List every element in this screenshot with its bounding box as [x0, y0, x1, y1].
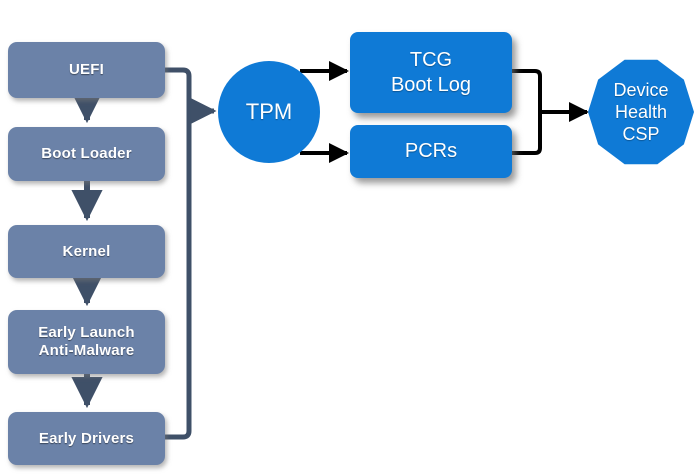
node-early-launch-anti-malware[interactable]: Early Launch Anti-Malware [8, 310, 165, 374]
node-uefi[interactable]: UEFI [8, 42, 165, 98]
artifact-merge-bracket [512, 69, 542, 155]
node-pcrs[interactable]: PCRs [350, 125, 512, 178]
node-early-drivers[interactable]: Early Drivers [8, 412, 165, 465]
node-tcg-boot-log-label: TCG Boot Log [390, 48, 472, 96]
node-tpm-label: TPM [245, 99, 293, 124]
node-tpm[interactable]: TPM [218, 61, 320, 163]
node-kernel-label: Kernel [62, 242, 111, 260]
node-boot-loader[interactable]: Boot Loader [8, 127, 165, 181]
node-pcrs-label: PCRs [404, 140, 458, 162]
node-boot-loader-label: Boot Loader [41, 145, 132, 162]
node-device-health-csp[interactable]: Device Health CSP [588, 59, 694, 165]
node-early-drivers-label: Early Drivers [38, 429, 135, 447]
boot-chain-collector-bracket [165, 67, 192, 440]
node-device-health-csp-label: Device Health CSP [613, 80, 669, 144]
node-kernel[interactable]: Kernel [8, 225, 165, 278]
node-early-launch-anti-malware-label: Early Launch Anti-Malware [38, 324, 135, 359]
node-uefi-label: UEFI [69, 61, 104, 78]
node-tcg-boot-log[interactable]: TCG Boot Log [350, 32, 512, 113]
